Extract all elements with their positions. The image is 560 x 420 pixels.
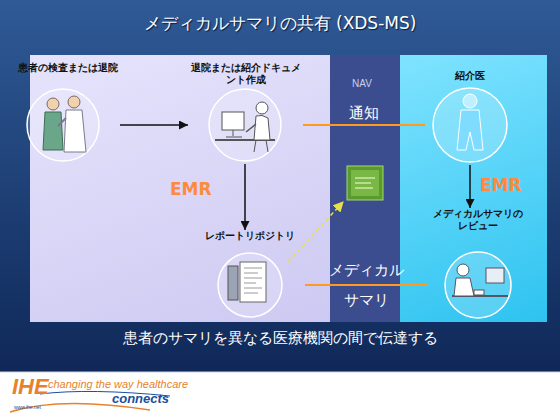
footer-band (0, 372, 560, 420)
system-panel: EMR 紹介医メディカルサマリの レビュー (400, 55, 547, 322)
edge-label: 通知 (334, 104, 394, 122)
chair (254, 140, 268, 152)
icon-inner (351, 170, 379, 196)
logo-text: IHE (12, 375, 49, 399)
figure-head (47, 98, 59, 110)
nav-registry-icon (347, 166, 383, 200)
circle-shape (445, 252, 511, 318)
system-label: EMR (170, 179, 212, 199)
figure-head (256, 102, 268, 114)
footer-rule (0, 372, 560, 373)
actor-circle: メディカルサマリの レビュー (428, 208, 528, 320)
system-label: EMR (480, 175, 522, 195)
circle-outline (195, 230, 305, 320)
figure-body (454, 278, 474, 296)
papers (474, 290, 484, 295)
logo-text: www.ihe.net (14, 404, 41, 411)
slide-caption: 患者のサマリを異なる医療機関の間で伝達する (0, 329, 560, 348)
registry-dashed-arrow (288, 202, 343, 262)
figure-arm (246, 124, 256, 132)
logo-text: connects (112, 391, 169, 406)
actor-circle: 退院または紹介ドキュメ ント作成 (188, 62, 303, 164)
slide-title: メディカルサマリの共有 (XDS-MS) (0, 12, 560, 35)
slide-background (0, 0, 560, 372)
desk (215, 139, 275, 141)
circle-shape (218, 253, 282, 317)
referral-physician-figure (457, 94, 483, 150)
document-lines (244, 268, 262, 293)
circle-outline (15, 62, 120, 164)
figure-body (457, 110, 483, 150)
circle-shape (209, 89, 281, 161)
figure-head (463, 94, 477, 108)
monitor (486, 268, 504, 283)
document (240, 262, 266, 302)
patient-doctor-figure (43, 96, 86, 152)
logo-text: changing the way healthcare (48, 378, 188, 391)
node-heading: レポートリポジトリ (195, 230, 305, 242)
actor-circle: 紹介医 (425, 70, 515, 165)
actor-circle: 患者の検査または退院 (15, 62, 120, 164)
flow-arrow (469, 165, 471, 208)
figure-body (64, 110, 86, 152)
desk (452, 295, 508, 297)
transfer-line (303, 124, 425, 126)
flow-arrow (120, 124, 188, 126)
node-heading: 紹介医 (425, 70, 515, 82)
edge-label: メディカル サマリ (322, 255, 412, 315)
repository-documents (228, 262, 266, 302)
circle-shape (433, 88, 507, 162)
figure-head (68, 96, 80, 108)
monitor (222, 112, 244, 130)
figure-head (457, 264, 469, 276)
circle-outline (425, 70, 515, 165)
logo-swoosh (40, 391, 170, 396)
nav-strip (330, 55, 400, 322)
node-heading: 患者の検査または退院 (15, 62, 120, 74)
system-panel: EMR患者の検査または退院退院または紹介ドキュメ ント作成レポートリポジトリ (30, 55, 330, 322)
figure-body (254, 115, 270, 140)
monitor-stand (226, 130, 242, 137)
flow-arrow (244, 164, 246, 230)
figure-arm (58, 118, 66, 126)
figure-body (43, 112, 63, 150)
region-label: NAV (352, 78, 372, 90)
actor-circle: レポートリポジトリ (195, 230, 305, 320)
logo-swoosh (10, 403, 150, 412)
circle-shape (27, 89, 99, 161)
node-heading: メディカルサマリの レビュー (428, 208, 528, 232)
server (228, 266, 238, 300)
icon-lines (355, 178, 375, 188)
icon-tile (347, 166, 383, 200)
author-at-computer (215, 102, 275, 152)
node-heading: 退院または紹介ドキュメ ント作成 (188, 62, 303, 86)
transfer-line (305, 284, 428, 286)
reviewer-at-desk (452, 264, 508, 296)
